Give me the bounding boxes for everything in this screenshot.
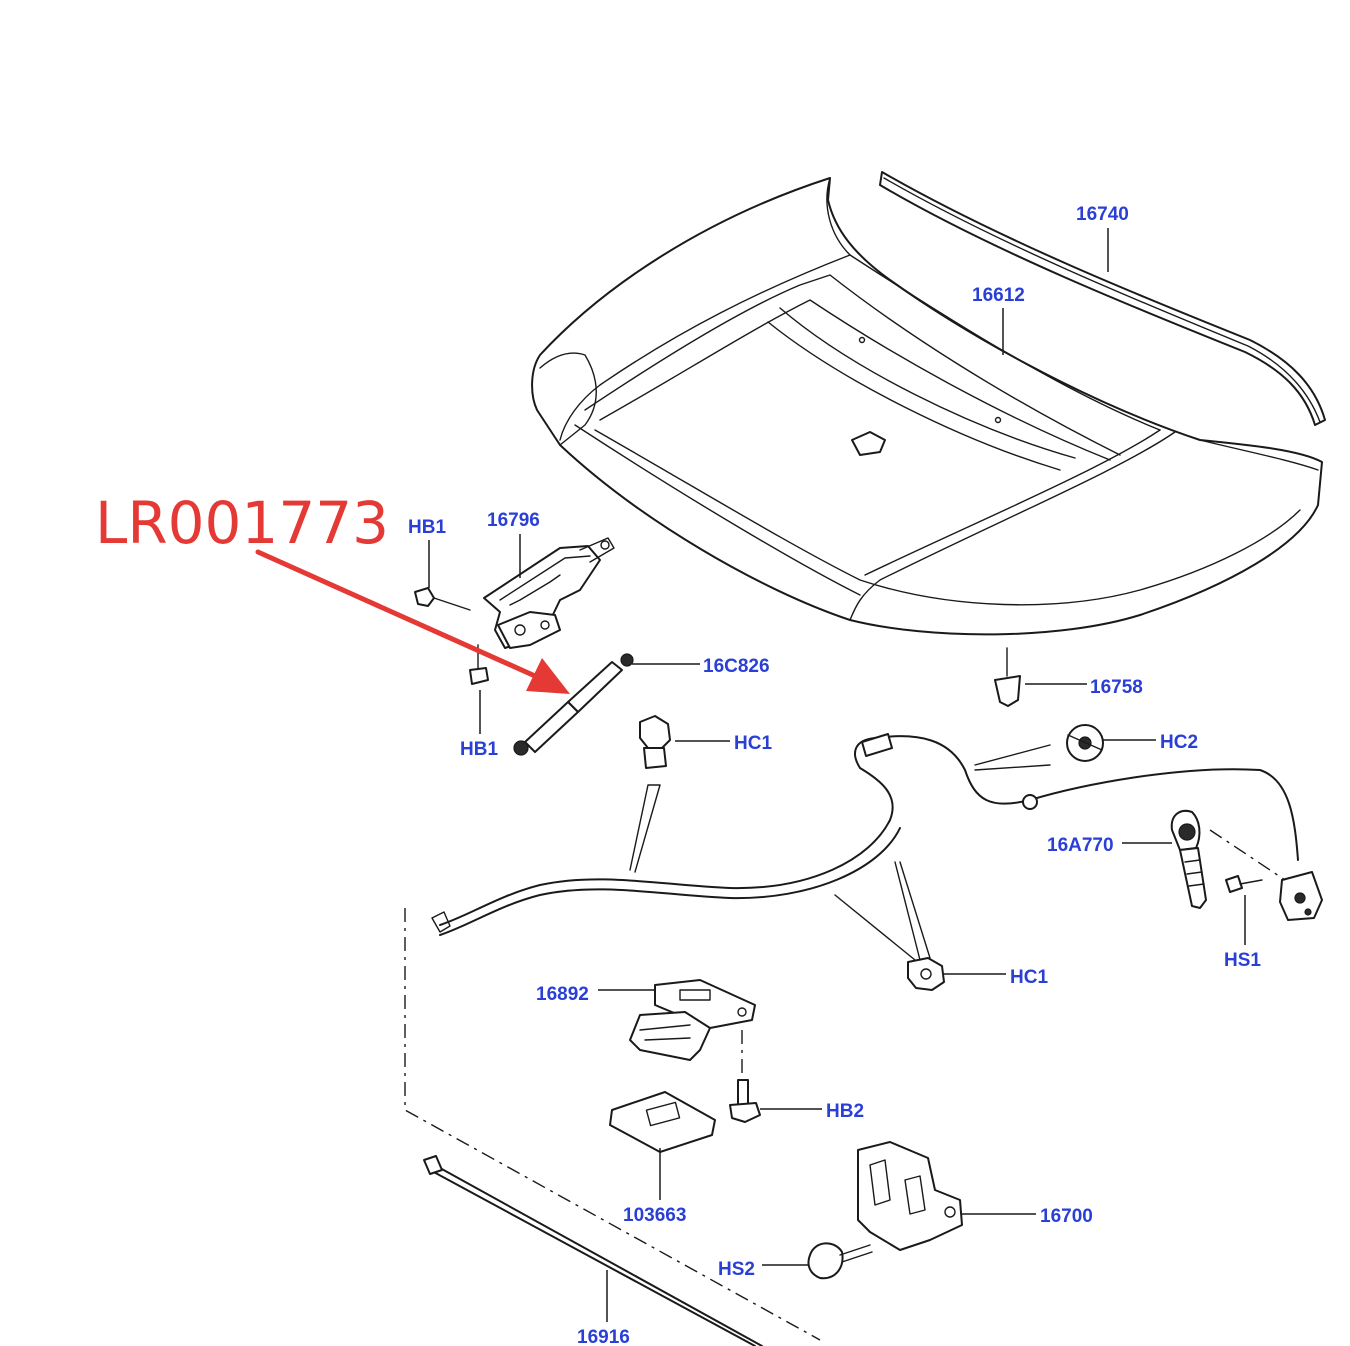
latch-bolt xyxy=(729,1079,761,1123)
label-16612: 16612 xyxy=(972,285,1025,306)
label-16796: 16796 xyxy=(487,510,540,531)
release-handle xyxy=(1170,810,1207,909)
latch-striker-icon xyxy=(851,431,886,456)
cable-end-bracket xyxy=(1279,871,1323,921)
hood-buffer xyxy=(994,647,1021,707)
label-hb1-top: HB1 xyxy=(408,517,446,538)
callout-arrow xyxy=(255,549,570,694)
leader-lines xyxy=(428,228,1246,1322)
gas-strut xyxy=(513,653,634,756)
striker-plate xyxy=(609,1091,716,1153)
hood-seal xyxy=(879,171,1326,426)
callout-part-number: LR001773 xyxy=(95,489,389,557)
label-hc2: HC2 xyxy=(1160,732,1198,753)
release-cable-lower xyxy=(423,1155,763,1346)
label-16a770: 16A770 xyxy=(1047,835,1114,856)
label-16700: 16700 xyxy=(1040,1206,1093,1227)
label-16c826: 16C826 xyxy=(703,656,770,677)
label-16916: 16916 xyxy=(577,1327,630,1346)
lock-screw xyxy=(807,1242,873,1280)
label-hs1: HS1 xyxy=(1224,950,1261,971)
release-cable xyxy=(431,733,1299,936)
cable-clip-bottom xyxy=(907,957,945,991)
label-16892: 16892 xyxy=(536,984,589,1005)
cable-clip-hc2 xyxy=(1066,724,1104,762)
label-hb1-bottom: HB1 xyxy=(460,739,498,760)
hood-panel xyxy=(531,177,1323,636)
label-hc1-top: HC1 xyxy=(734,733,772,754)
cable-clip-top xyxy=(639,715,671,769)
label-hc1-bottom: HC1 xyxy=(1010,967,1048,988)
guide-line xyxy=(1209,829,1286,881)
handle-screw xyxy=(1225,875,1263,893)
hinge-bolt-top xyxy=(414,587,471,611)
hood-lock xyxy=(857,1141,963,1251)
label-hs2: HS2 xyxy=(718,1259,755,1280)
assembly-outline xyxy=(404,908,821,1341)
label-16740: 16740 xyxy=(1076,204,1129,225)
hood-latch xyxy=(629,979,756,1061)
label-hb2: HB2 xyxy=(826,1101,864,1122)
label-103663: 103663 xyxy=(623,1205,686,1226)
hood-hinge xyxy=(483,537,615,649)
label-16758: 16758 xyxy=(1090,677,1143,698)
